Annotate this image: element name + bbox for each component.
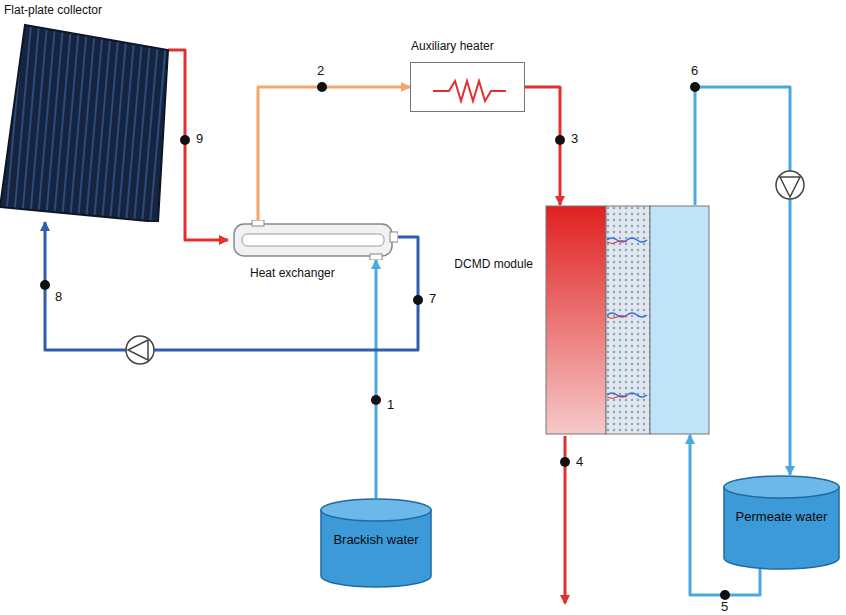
vapour-path bbox=[607, 396, 627, 399]
feed-channel bbox=[546, 206, 606, 434]
pipe-connector bbox=[45, 222, 418, 350]
membrane bbox=[606, 206, 650, 434]
pipe-connector bbox=[525, 87, 560, 205]
pump-symbol bbox=[126, 336, 154, 364]
vapour-path bbox=[607, 393, 647, 397]
callout-number: 9 bbox=[195, 132, 204, 146]
tank-body bbox=[724, 487, 839, 569]
vapour-path bbox=[607, 238, 647, 242]
pipe-connector bbox=[258, 87, 410, 220]
pipe-connector bbox=[168, 50, 228, 240]
callout-number: 6 bbox=[690, 64, 699, 78]
pipe-connector bbox=[375, 260, 378, 498]
component-label: Flat-plate collector bbox=[4, 3, 102, 17]
callout-number: 1 bbox=[386, 398, 395, 412]
tank-label: Permeate water bbox=[729, 509, 834, 525]
node-illustration bbox=[545, 205, 710, 435]
shell bbox=[234, 224, 392, 256]
tank-label: Brackish water bbox=[326, 532, 426, 548]
tank-top bbox=[724, 476, 839, 498]
callout-number: 5 bbox=[720, 600, 729, 614]
callout-number: 2 bbox=[316, 64, 325, 78]
pump-symbol bbox=[776, 171, 804, 199]
tank-top bbox=[321, 499, 431, 521]
callout-number: 4 bbox=[575, 455, 584, 469]
nozzle bbox=[370, 254, 382, 260]
nozzle bbox=[390, 232, 398, 242]
heat-exchanger: Heat exchanger bbox=[228, 220, 398, 260]
heater-coil bbox=[433, 81, 506, 101]
water-tank: Permeate water bbox=[723, 475, 840, 570]
vapour-path bbox=[607, 313, 647, 317]
callout-number: 3 bbox=[570, 132, 579, 146]
component-label: DCMD module bbox=[454, 257, 533, 271]
vapour-path bbox=[607, 241, 627, 244]
node-illustration bbox=[411, 63, 524, 111]
component-label: Heat exchanger bbox=[250, 266, 335, 280]
heater-box: Auxiliary heater bbox=[410, 62, 525, 112]
vapour-path bbox=[607, 316, 627, 319]
solar-collector: Flat-plate collector bbox=[0, 0, 172, 222]
node-illustration bbox=[228, 220, 398, 260]
component-label: Auxiliary heater bbox=[411, 39, 494, 53]
nozzle bbox=[252, 220, 264, 226]
node-illustration bbox=[0, 0, 172, 222]
tube bbox=[242, 234, 384, 246]
collector-panel bbox=[0, 25, 168, 222]
callout-number: 8 bbox=[54, 290, 63, 304]
callout-number: 7 bbox=[428, 292, 437, 306]
dcmd-module: DCMD module bbox=[545, 205, 710, 435]
permeate-channel bbox=[650, 206, 709, 434]
water-tank: Brackish water bbox=[320, 498, 432, 588]
